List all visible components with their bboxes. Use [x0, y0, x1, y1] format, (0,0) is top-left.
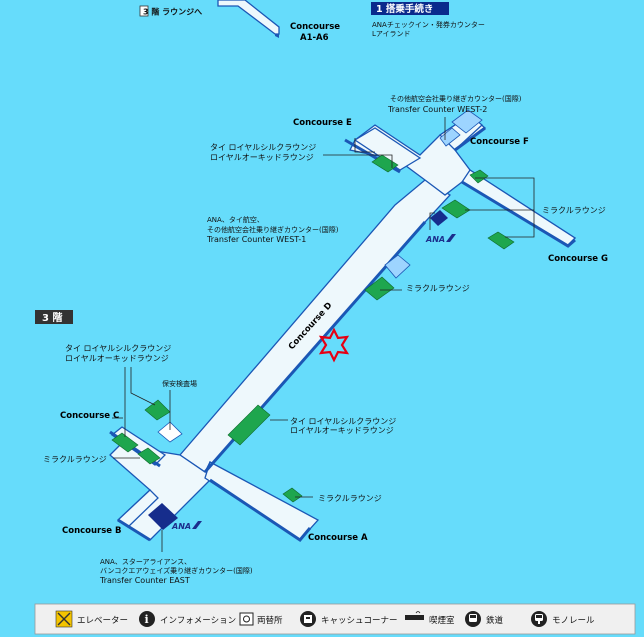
svg-text:i: i	[145, 613, 149, 626]
concourse-c-label: Concourse C	[60, 411, 119, 421]
concourse-a-label: Concourse A	[308, 533, 368, 543]
svg-text:1 搭乗手続き: 1 搭乗手続き	[376, 3, 433, 15]
current-location-star	[318, 327, 350, 363]
ana-logo-low: ANA	[171, 521, 202, 531]
lounge-miracle-d	[364, 276, 395, 301]
cash-corner-icon	[300, 611, 316, 627]
legend-information-label: インフォメーション	[160, 616, 236, 626]
annex-block-f	[451, 109, 483, 134]
concourse-b-label: Concourse B	[62, 526, 122, 536]
lounge-3f-link: 3 階 ラウンジへ	[139, 5, 202, 17]
checkin-counter-label: ANAチェックイン・発券カウンター	[372, 20, 485, 29]
miracle-c-label: ミラクルラウンジ	[43, 455, 107, 464]
lounge-thai-d	[227, 404, 271, 446]
lounge-miracle-g-lower	[487, 231, 515, 250]
thai-d-label-2: ロイヤルオーキッドラウンジ	[290, 426, 394, 435]
west1-label-2: その他航空会社乗り継ぎカウンター(国際)	[207, 225, 339, 234]
currency-exchange-icon	[239, 612, 254, 626]
lounge-miracle-f-left	[469, 169, 489, 184]
security-checkpoint	[157, 421, 183, 443]
concourse-f-label: Concourse F	[470, 137, 529, 147]
lounge-miracle-g	[441, 199, 471, 219]
legend-smoking-label: 喫煙室	[429, 615, 455, 626]
checkin-island-label: Lアイランド	[372, 30, 411, 38]
thai-c-label-1: タイ ロイヤルシルクラウンジ	[65, 344, 171, 353]
thai-e-label-2: ロイヤルオーキッドラウンジ	[210, 153, 314, 162]
east-label-1: ANA、スターアライアンス、	[100, 557, 191, 566]
security-label: 保安検査場	[162, 379, 197, 388]
information-icon: i	[139, 611, 155, 627]
terminal-floor	[109, 114, 577, 541]
miracle-a-label: ミラクルラウンジ	[318, 494, 382, 503]
concourse-a1-a6-building	[217, 0, 280, 38]
thai-d-label-1: タイ ロイヤルシルクラウンジ	[290, 417, 396, 426]
svg-text:ANA: ANA	[171, 522, 191, 531]
svg-text:ANA: ANA	[425, 235, 445, 244]
lounge-thai-c	[144, 399, 171, 421]
elevator-icon	[55, 610, 73, 628]
legend-exchange-label: 両替所	[257, 615, 283, 626]
east-label-3: Transfer Counter EAST	[99, 576, 190, 585]
annex-block-f2	[439, 127, 461, 147]
lounge-miracle-a	[282, 487, 303, 503]
ana-logo-mid: ANA	[425, 234, 456, 244]
west2-label-2: Transfer Counter WEST-2	[387, 105, 487, 114]
miracle-d-label: ミラクルラウンジ	[406, 284, 470, 293]
lounge-3f-label: 3 階 ラウンジへ	[143, 7, 202, 17]
concourse-a1-label: Concourse	[290, 22, 340, 32]
monorail-icon	[531, 611, 547, 627]
transfer-counter-west1	[430, 210, 448, 226]
west2-label-1: その他航空会社乗り継ぎカウンター(国際)	[390, 94, 522, 103]
svg-text:3 階: 3 階	[42, 311, 62, 324]
transfer-counter-east	[148, 503, 178, 530]
leader-lines	[112, 117, 535, 552]
thai-e-label-1: タイ ロイヤルシルクラウンジ	[210, 143, 316, 152]
legend: エレベーター i インフォメーション 両替所 キャッシュコーナー 喫煙室	[34, 603, 636, 635]
railway-icon	[465, 611, 481, 627]
legend-monorail-label: モノレール	[552, 616, 595, 626]
checkin-badge: 1 搭乗手続き	[371, 2, 449, 15]
legend-railway-label: 鉄道	[486, 615, 504, 626]
west1-label-3: Transfer Counter WEST-1	[206, 235, 306, 244]
legend-cash-label: キャッシュコーナー	[321, 616, 398, 626]
west1-label-1: ANA、タイ航空、	[207, 215, 264, 224]
miracle-g-label: ミラクルラウンジ	[542, 206, 606, 215]
concourse-g-label: Concourse G	[548, 254, 608, 264]
concourse-a1-sub-label: A1-A6	[300, 33, 329, 43]
smoking-room-icon	[405, 611, 424, 620]
legend-elevator-label: エレベーター	[77, 616, 128, 626]
lounge-thai-e	[371, 154, 399, 173]
concourse-e-label: Concourse E	[293, 118, 352, 128]
thai-c-label-2: ロイヤルオーキッドラウンジ	[65, 354, 169, 363]
annex-block-d	[384, 254, 411, 279]
lounge-miracle-c	[111, 432, 139, 453]
lounge-miracle-c2	[137, 447, 161, 465]
east-label-2: バンコクエアウェイズ乗り継ぎカウンター(国際)	[100, 566, 253, 575]
floor-badge-3f: 3 階	[35, 310, 73, 324]
